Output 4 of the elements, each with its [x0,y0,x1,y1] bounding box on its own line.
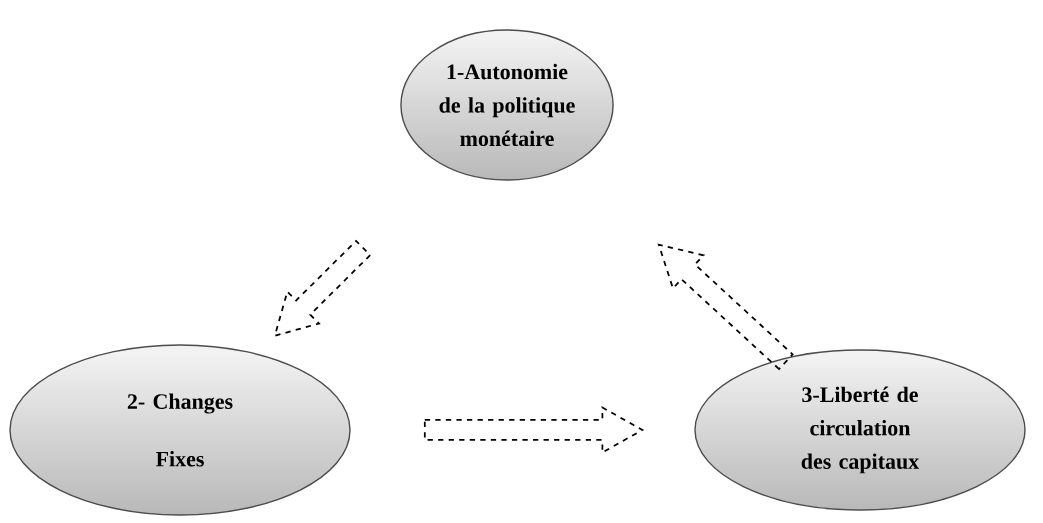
ellipse-node: 3-Liberté de circulation des capitaux [694,349,1026,511]
block-arrow [423,406,645,454]
ellipse-node: 2- Changes Fixes [9,344,351,516]
ellipse-node: 1-Autonomie de la politique monétaire [400,29,614,181]
